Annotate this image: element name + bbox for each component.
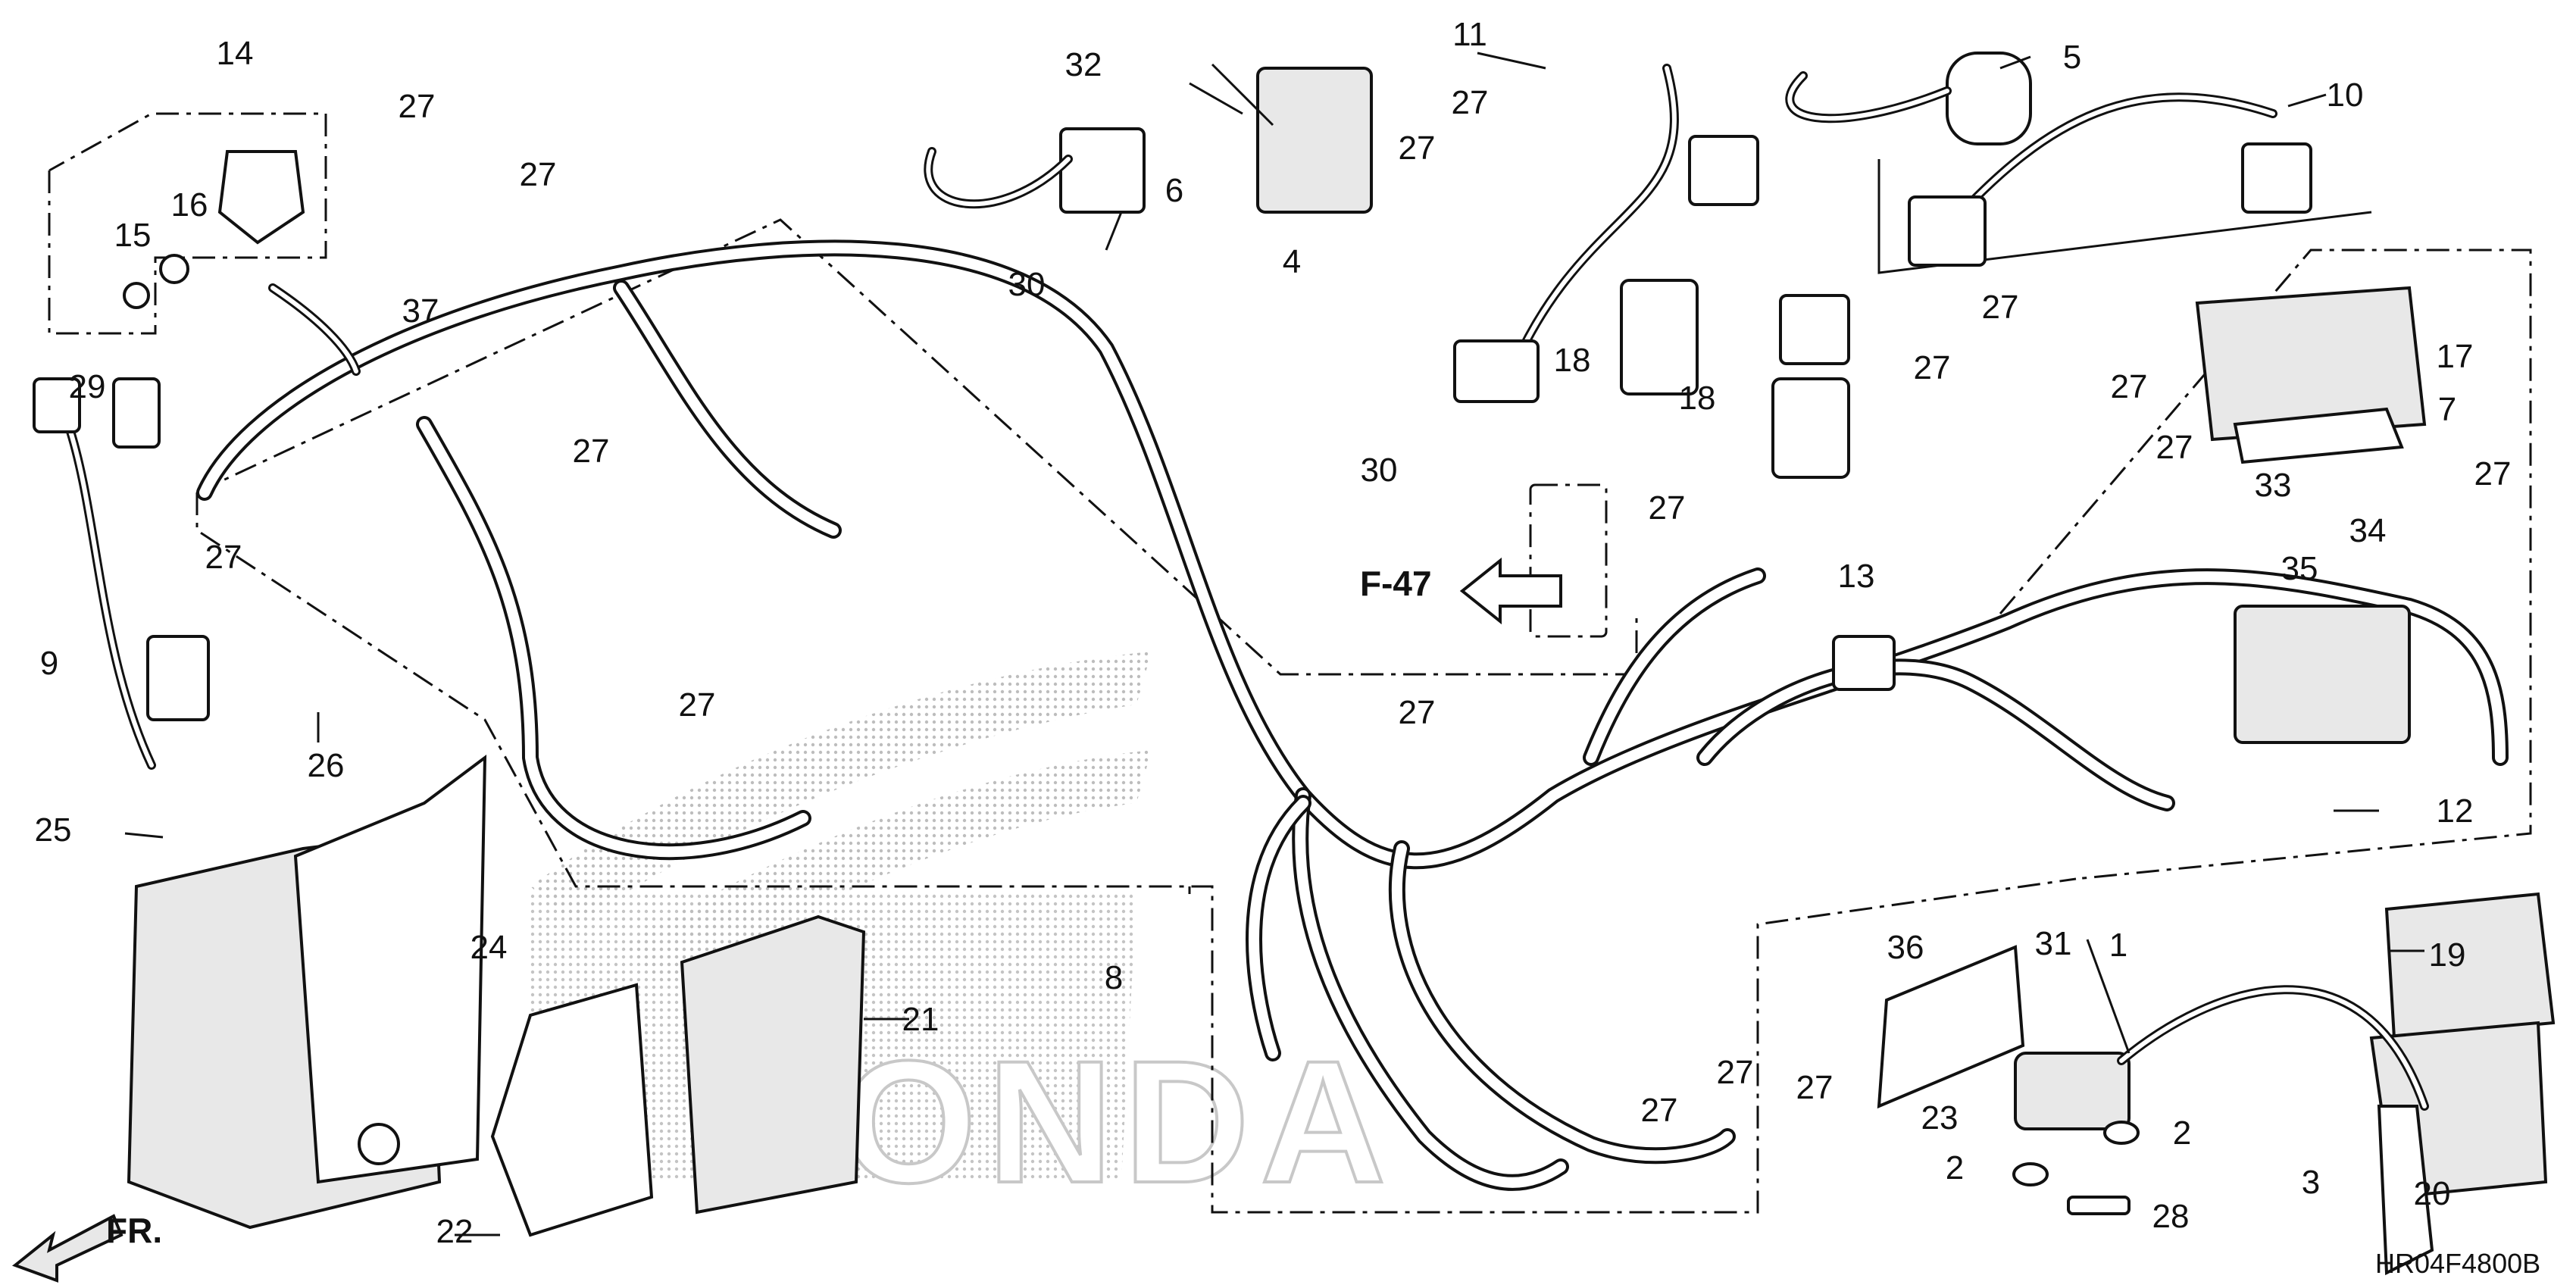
callout-2: 2 bbox=[2173, 1114, 2191, 1152]
leader-lines bbox=[124, 52, 2424, 1236]
callout-28: 28 bbox=[2152, 1198, 2190, 1235]
callout-12: 12 bbox=[2437, 792, 2474, 830]
callout-10: 10 bbox=[2327, 77, 2364, 114]
callout-1: 1 bbox=[2109, 927, 2127, 964]
callout-19: 19 bbox=[2429, 936, 2466, 974]
callout-16: 16 bbox=[171, 186, 208, 224]
callout-30: 30 bbox=[1361, 452, 1398, 489]
callout-4: 4 bbox=[1283, 243, 1301, 280]
callout-6: 6 bbox=[1165, 172, 1183, 209]
part-shapes bbox=[11, 52, 2556, 1283]
callout-22: 22 bbox=[436, 1213, 474, 1250]
diagram-reference-code: HR04F4800B bbox=[2375, 1248, 2540, 1279]
callout-29: 29 bbox=[69, 368, 106, 405]
callout-33: 33 bbox=[2255, 467, 2292, 504]
callout-2: 2 bbox=[1946, 1149, 1964, 1186]
callout-23: 23 bbox=[1921, 1099, 1959, 1136]
callout-9: 9 bbox=[40, 645, 58, 682]
callout-18: 18 bbox=[1554, 342, 1591, 379]
callout-30: 30 bbox=[1008, 266, 1046, 303]
callout-27: 27 bbox=[2111, 368, 2148, 405]
callout-17: 17 bbox=[2437, 338, 2474, 375]
main-wire-harness bbox=[196, 239, 2509, 1191]
callout-3: 3 bbox=[2302, 1164, 2320, 1201]
callout-7: 7 bbox=[2438, 391, 2456, 428]
callout-27: 27 bbox=[520, 156, 557, 193]
callout-31: 31 bbox=[2035, 925, 2072, 962]
callout-21: 21 bbox=[902, 1001, 939, 1038]
front-direction-label: FR. bbox=[106, 1211, 162, 1250]
callout-27: 27 bbox=[2156, 429, 2193, 466]
callout-27: 27 bbox=[1717, 1054, 1754, 1091]
callout-numbers: 1 2 2 3 4 5 6 7 8 9 10 11 12 13 14 15 16… bbox=[35, 16, 2512, 1250]
callout-11: 11 bbox=[1452, 16, 1487, 53]
callout-27: 27 bbox=[2474, 455, 2512, 492]
callout-20: 20 bbox=[2414, 1175, 2451, 1212]
callout-27: 27 bbox=[1982, 289, 2019, 326]
callout-27: 27 bbox=[679, 686, 716, 724]
callout-27: 27 bbox=[1796, 1069, 1834, 1106]
callout-27: 27 bbox=[399, 88, 436, 125]
callout-8: 8 bbox=[1105, 959, 1123, 996]
callout-5: 5 bbox=[2063, 39, 2081, 76]
section-reference[interactable]: F-47 bbox=[1360, 564, 1432, 603]
callout-34: 34 bbox=[2349, 512, 2387, 549]
callout-14: 14 bbox=[217, 35, 254, 72]
callout-13: 13 bbox=[1838, 558, 1875, 595]
callout-27: 27 bbox=[1399, 130, 1436, 167]
callout-27: 27 bbox=[1649, 489, 1686, 527]
callout-15: 15 bbox=[114, 217, 152, 254]
callout-25: 25 bbox=[35, 811, 72, 849]
callout-32: 32 bbox=[1065, 46, 1102, 83]
callout-24: 24 bbox=[470, 929, 508, 966]
callout-27: 27 bbox=[1452, 84, 1489, 121]
callout-27: 27 bbox=[1399, 694, 1436, 731]
callout-27: 27 bbox=[573, 433, 610, 470]
callout-27: 27 bbox=[1914, 349, 1951, 386]
callout-36: 36 bbox=[1887, 929, 1924, 966]
callout-37: 37 bbox=[402, 292, 439, 330]
callout-18: 18 bbox=[1679, 380, 1716, 417]
callout-26: 26 bbox=[308, 747, 345, 784]
callout-35: 35 bbox=[2281, 550, 2318, 587]
callout-27: 27 bbox=[1641, 1092, 1678, 1129]
callout-27: 27 bbox=[205, 539, 242, 576]
